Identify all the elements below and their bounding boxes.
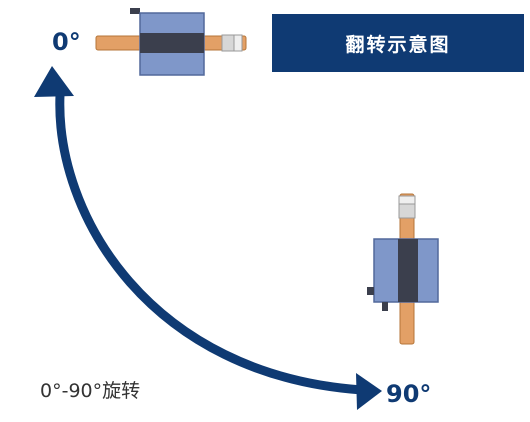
arc-arrowhead-right — [356, 373, 382, 410]
arc-arrowhead-top — [34, 66, 74, 97]
valve-collar — [398, 203, 416, 219]
valve-collar — [221, 34, 235, 52]
diagram-title: 翻转示意图 — [345, 33, 451, 56]
rotation-arc-arrow-icon — [34, 66, 382, 410]
valve-collar — [398, 195, 416, 205]
title-banner-bg — [272, 14, 524, 72]
valve-stub — [382, 302, 388, 311]
valve-band — [398, 239, 418, 302]
rotation-arc — [55, 94, 363, 395]
valve-band — [140, 33, 204, 53]
start-angle-label: 0° — [52, 28, 81, 56]
valve-stub — [367, 287, 374, 295]
valve-stub — [130, 8, 140, 14]
valve-horizontal-icon — [95, 8, 247, 76]
rotation-range-label: 0°-90°旋转 — [40, 380, 141, 402]
end-angle-label: 90° — [386, 380, 432, 408]
valve-vertical-icon — [367, 193, 439, 345]
valve-collar — [233, 34, 243, 52]
